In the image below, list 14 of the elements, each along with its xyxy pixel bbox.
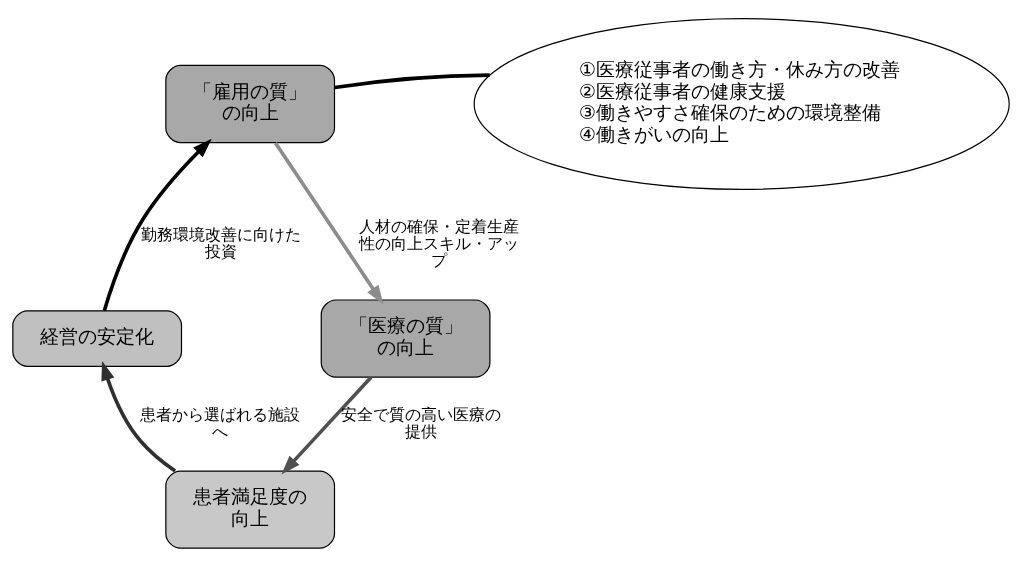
edge-label: 人材の確保・定着生産性の向上スキル・アップ xyxy=(358,216,519,270)
node-box: 経営の安定化 xyxy=(12,310,183,367)
node-box: 患者満足度の向上 xyxy=(165,470,336,549)
edge-label: 患者から選ばれる施設へ xyxy=(140,404,301,441)
edge-label: 勤務環境改善に向けた投資 xyxy=(141,225,302,262)
node-ellipse: ①医療従事者の働き方・休み方の改善 ②医療従事者の健康支援 ③働きやすさ確保のための環境整備 ④働きがいの向上 xyxy=(473,17,1010,191)
arrow xyxy=(281,375,373,475)
arrow xyxy=(273,142,384,305)
edge-label: 安全で質の高い医療の提供 xyxy=(340,404,501,441)
connector xyxy=(334,73,490,90)
node-box: 「医療の質」の向上 xyxy=(320,299,491,378)
arrow xyxy=(101,361,177,473)
node-box: 「雇用の質」の向上 xyxy=(165,64,336,144)
arrow xyxy=(102,138,212,312)
